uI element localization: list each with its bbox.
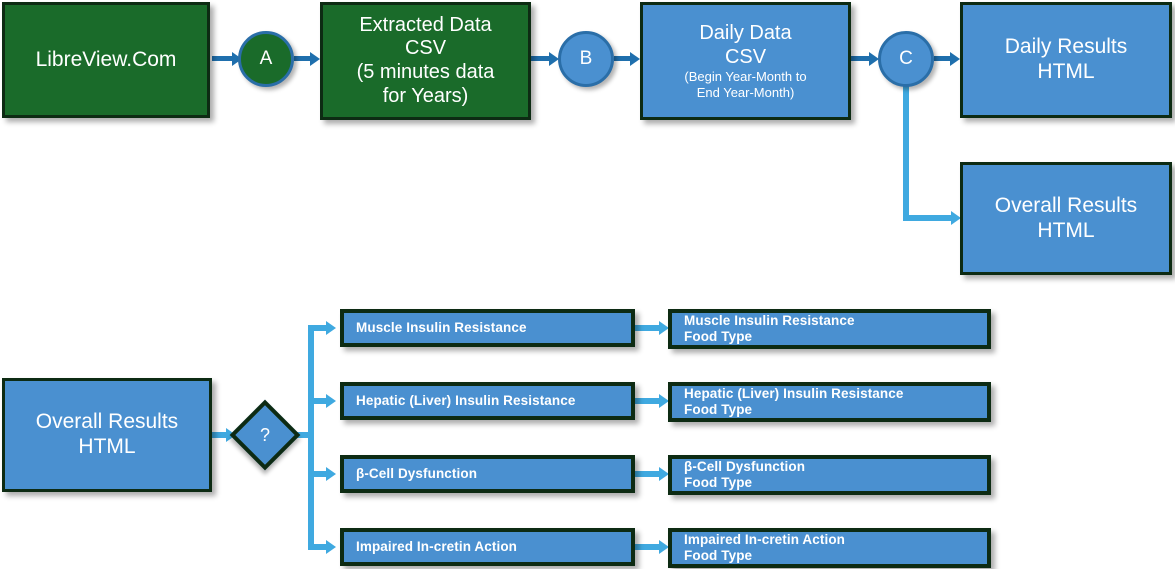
connector-c-right-segment bbox=[903, 215, 955, 221]
connector-branch-3 bbox=[308, 471, 330, 477]
node-category-impaired-incretin-action[interactable]: Impaired In-cretin Action bbox=[340, 528, 635, 566]
node-detail-hepatic-insulin-resistance-food-type[interactable]: Hepatic (Liver) Insulin Resistance Food … bbox=[668, 382, 991, 422]
node-detail-3-line-1: β-Cell Dysfunction bbox=[684, 459, 806, 475]
node-category-beta-cell-dysfunction[interactable]: β-Cell Dysfunction bbox=[340, 455, 635, 493]
node-detail-2-line-2: Food Type bbox=[684, 402, 753, 417]
node-detail-1-line-2: Food Type bbox=[684, 329, 753, 344]
node-daily-data-line-3: (Begin Year-Month to bbox=[684, 69, 807, 85]
arrowhead-b-to-daily-data bbox=[630, 51, 640, 66]
node-daily-data-text: Daily Data CSV (Begin Year-Month to End … bbox=[643, 22, 848, 100]
node-category-hepatic-insulin-resistance[interactable]: Hepatic (Liver) Insulin Resistance bbox=[340, 382, 635, 420]
node-daily-results-line-1: Daily Results bbox=[1004, 35, 1128, 59]
node-detail-1-line-1: Muscle Insulin Resistance bbox=[684, 313, 855, 329]
connector-node-a-label: A bbox=[259, 48, 273, 69]
connector-vertical-bus bbox=[308, 328, 314, 548]
node-detail-1-text: Muscle Insulin Resistance Food Type bbox=[684, 313, 987, 345]
connector-branch-1 bbox=[308, 325, 330, 331]
node-category-4-label: Impaired In-cretin Action bbox=[356, 539, 518, 555]
connector-category-2-to-detail-2 bbox=[635, 398, 663, 404]
connector-node-a[interactable]: A bbox=[238, 31, 294, 87]
node-category-2-label: Hepatic (Liver) Insulin Resistance bbox=[356, 393, 576, 409]
arrowhead-branch-4 bbox=[326, 540, 336, 554]
connector-b-to-daily-data bbox=[614, 56, 634, 61]
arrowhead-branch-2 bbox=[326, 394, 336, 408]
node-detail-4-line-1: Impaired In-cretin Action bbox=[684, 532, 846, 548]
node-daily-results-text: Daily Results HTML bbox=[963, 35, 1169, 85]
node-extracted-line-2: CSV bbox=[404, 37, 447, 60]
node-libreview-text: LibreView.Com bbox=[5, 48, 207, 73]
node-extracted-data-text: Extracted Data CSV (5 minutes data for Y… bbox=[323, 14, 528, 108]
connector-source-to-a bbox=[212, 56, 236, 61]
node-detail-impaired-incretin-action-food-type[interactable]: Impaired In-cretin Action Food Type bbox=[668, 528, 991, 568]
connector-source-to-decision bbox=[212, 432, 230, 438]
arrowhead-c-to-overall-results bbox=[951, 211, 961, 225]
arrowhead-a-to-extracted bbox=[310, 51, 320, 66]
connector-node-b[interactable]: B bbox=[558, 31, 614, 87]
node-overall-results-html-top[interactable]: Overall Results HTML bbox=[960, 162, 1172, 275]
decision-node[interactable] bbox=[229, 399, 301, 471]
node-daily-data-line-2: CSV bbox=[724, 45, 767, 68]
connector-category-1-to-detail-1 bbox=[635, 325, 663, 331]
connector-a-to-extracted bbox=[294, 56, 314, 61]
arrowhead-daily-data-to-c bbox=[869, 51, 879, 66]
node-breakdown-source-line-1: Overall Results bbox=[35, 410, 179, 434]
node-breakdown-source-line-2: HTML bbox=[78, 435, 136, 458]
connector-branch-4 bbox=[308, 544, 330, 550]
connector-decision-stub bbox=[290, 432, 314, 438]
connector-extracted-to-b bbox=[531, 56, 553, 61]
connector-node-c-label: C bbox=[899, 48, 913, 69]
node-extracted-data-csv[interactable]: Extracted Data CSV (5 minutes data for Y… bbox=[320, 2, 531, 120]
connector-daily-data-to-c bbox=[851, 56, 873, 61]
arrowhead-branch-3 bbox=[326, 467, 336, 481]
arrowhead-category-2-to-detail-2 bbox=[659, 394, 669, 408]
arrowhead-category-3-to-detail-3 bbox=[659, 467, 669, 481]
node-extracted-line-1: Extracted Data bbox=[359, 13, 492, 36]
node-daily-data-line-4: End Year-Month) bbox=[696, 84, 795, 100]
node-category-3-text: β-Cell Dysfunction bbox=[356, 466, 631, 482]
node-detail-beta-cell-dysfunction-food-type[interactable]: β-Cell Dysfunction Food Type bbox=[668, 455, 991, 495]
connector-branch-2 bbox=[308, 398, 330, 404]
node-detail-2-text: Hepatic (Liver) Insulin Resistance Food … bbox=[684, 386, 987, 418]
node-libreview-label: LibreView.Com bbox=[35, 47, 177, 71]
arrowhead-extracted-to-b bbox=[549, 51, 559, 66]
node-detail-2-line-1: Hepatic (Liver) Insulin Resistance bbox=[684, 386, 904, 402]
connector-category-4-to-detail-4 bbox=[635, 544, 663, 550]
node-overall-results-top-text: Overall Results HTML bbox=[963, 194, 1169, 244]
node-category-3-label: β-Cell Dysfunction bbox=[356, 466, 478, 482]
node-extracted-line-4: for Years) bbox=[382, 84, 469, 107]
arrowhead-category-1-to-detail-1 bbox=[659, 321, 669, 335]
node-detail-4-line-2: Food Type bbox=[684, 548, 753, 563]
node-category-1-text: Muscle Insulin Resistance bbox=[356, 320, 631, 336]
connector-c-to-daily-results bbox=[934, 56, 954, 61]
arrowhead-category-4-to-detail-4 bbox=[659, 540, 669, 554]
node-daily-results-html[interactable]: Daily Results HTML bbox=[960, 2, 1172, 118]
node-category-2-text: Hepatic (Liver) Insulin Resistance bbox=[356, 393, 631, 409]
node-breakdown-source-text: Overall Results HTML bbox=[5, 410, 209, 460]
arrowhead-branch-1 bbox=[326, 321, 336, 335]
node-detail-3-line-2: Food Type bbox=[684, 475, 753, 490]
node-overall-results-top-line-1: Overall Results bbox=[994, 193, 1138, 217]
node-category-muscle-insulin-resistance[interactable]: Muscle Insulin Resistance bbox=[340, 309, 635, 347]
node-overall-results-html-breakdown-source[interactable]: Overall Results HTML bbox=[2, 378, 212, 492]
node-category-1-label: Muscle Insulin Resistance bbox=[356, 320, 527, 336]
node-overall-results-top-line-2: HTML bbox=[1037, 218, 1095, 242]
node-daily-data-line-1: Daily Data bbox=[699, 22, 792, 45]
arrowhead-c-to-daily-results bbox=[950, 51, 960, 66]
node-detail-muscle-insulin-resistance-food-type[interactable]: Muscle Insulin Resistance Food Type bbox=[668, 309, 991, 349]
node-libreview-source[interactable]: LibreView.Com bbox=[2, 2, 210, 118]
node-daily-results-line-2: HTML bbox=[1037, 60, 1095, 83]
node-detail-3-text: β-Cell Dysfunction Food Type bbox=[684, 459, 987, 491]
node-daily-data-csv[interactable]: Daily Data CSV (Begin Year-Month to End … bbox=[640, 2, 851, 120]
connector-c-down-segment bbox=[903, 85, 909, 217]
arrowhead-source-to-a bbox=[232, 51, 242, 66]
node-detail-4-text: Impaired In-cretin Action Food Type bbox=[684, 532, 987, 564]
connector-category-3-to-detail-3 bbox=[635, 471, 663, 477]
node-extracted-line-3: (5 minutes data bbox=[356, 61, 495, 83]
node-category-4-text: Impaired In-cretin Action bbox=[356, 539, 631, 555]
connector-node-c[interactable]: C bbox=[878, 31, 934, 87]
connector-node-b-label: B bbox=[579, 48, 593, 69]
